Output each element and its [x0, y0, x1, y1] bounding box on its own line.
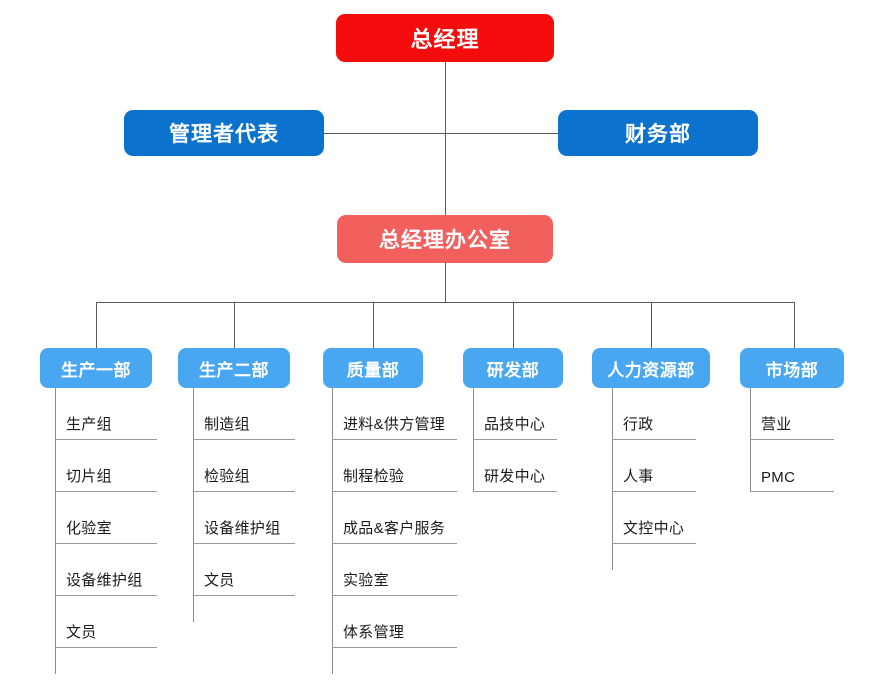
list-item[interactable]: 文员	[193, 544, 295, 596]
subitem-spine	[612, 388, 613, 570]
list-item[interactable]: 行政	[612, 388, 696, 440]
node-department-production-2[interactable]: 生产二部	[178, 348, 290, 388]
list-item[interactable]: 实验室	[332, 544, 457, 596]
connector-ceo-trunk	[445, 62, 446, 215]
subitem-spine	[750, 388, 751, 492]
connector-drop-dept-3	[373, 302, 374, 348]
connector-level2-crossbar	[324, 133, 558, 134]
node-general-manager-office[interactable]: 总经理办公室	[337, 215, 553, 263]
node-department-hr[interactable]: 人力资源部	[592, 348, 710, 388]
subitem-column-production-1: 生产组 切片组 化验室 设备维护组 文员	[55, 388, 157, 674]
list-item[interactable]: 进料&供方管理	[332, 388, 457, 440]
list-item[interactable]: 制造组	[193, 388, 295, 440]
list-item[interactable]: 检验组	[193, 440, 295, 492]
list-item[interactable]: 设备维护组	[55, 544, 157, 596]
connector-drop-dept-1	[96, 302, 97, 348]
list-item[interactable]: 切片组	[55, 440, 157, 492]
subitem-spine	[193, 388, 194, 622]
list-item[interactable]: PMC	[750, 440, 834, 492]
list-item[interactable]: 品技中心	[473, 388, 557, 440]
list-item[interactable]: 设备维护组	[193, 492, 295, 544]
list-item[interactable]: 人事	[612, 440, 696, 492]
list-item[interactable]: 研发中心	[473, 440, 557, 492]
list-item[interactable]: 文控中心	[612, 492, 696, 544]
list-item[interactable]: 成品&客户服务	[332, 492, 457, 544]
node-management-representative[interactable]: 管理者代表	[124, 110, 324, 156]
subitem-column-rnd: 品技中心 研发中心	[473, 388, 557, 492]
connector-office-trunk	[445, 263, 446, 302]
node-department-quality[interactable]: 质量部	[323, 348, 423, 388]
connector-department-bus	[96, 302, 795, 303]
subitem-column-quality: 进料&供方管理 制程检验 成品&客户服务 实验室 体系管理	[332, 388, 457, 674]
node-department-production-1[interactable]: 生产一部	[40, 348, 152, 388]
subitem-column-marketing: 营业 PMC	[750, 388, 834, 492]
subitem-spine	[332, 388, 333, 674]
list-item[interactable]: 生产组	[55, 388, 157, 440]
list-item[interactable]: 制程检验	[332, 440, 457, 492]
connector-drop-dept-5	[651, 302, 652, 348]
list-item[interactable]: 化验室	[55, 492, 157, 544]
list-item[interactable]: 体系管理	[332, 596, 457, 648]
node-department-marketing[interactable]: 市场部	[740, 348, 844, 388]
node-general-manager[interactable]: 总经理	[336, 14, 554, 62]
connector-drop-dept-2	[234, 302, 235, 348]
subitem-column-hr: 行政 人事 文控中心	[612, 388, 696, 570]
subitem-spine	[55, 388, 56, 674]
subitem-column-production-2: 制造组 检验组 设备维护组 文员	[193, 388, 295, 622]
subitem-spine	[473, 388, 474, 492]
connector-drop-dept-4	[513, 302, 514, 348]
node-department-rnd[interactable]: 研发部	[463, 348, 563, 388]
list-item[interactable]: 营业	[750, 388, 834, 440]
list-item[interactable]: 文员	[55, 596, 157, 648]
node-finance-department[interactable]: 财务部	[558, 110, 758, 156]
connector-drop-dept-6	[794, 302, 795, 348]
